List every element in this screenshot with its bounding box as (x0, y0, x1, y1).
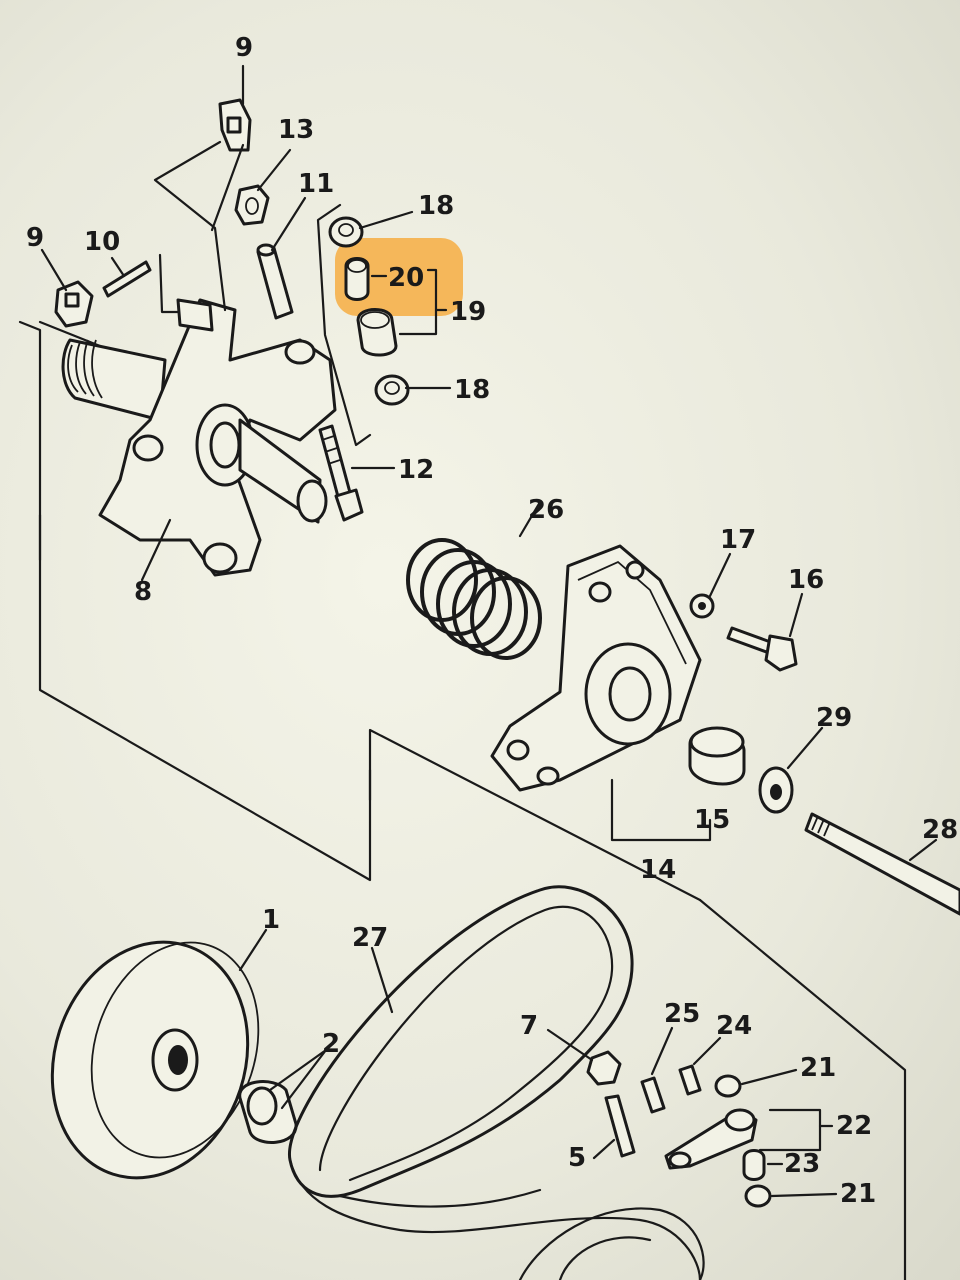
label-20: 20 (388, 263, 424, 293)
label-13: 13 (278, 115, 314, 145)
part-28-shaft (804, 812, 960, 916)
label-27: 27 (352, 923, 388, 953)
label-24: 24 (716, 1011, 752, 1041)
label-18-top: 18 (418, 191, 454, 221)
label-19: 19 (450, 297, 486, 327)
label-25: 25 (664, 999, 700, 1029)
part-21-top-washer (714, 1068, 798, 1098)
label-10: 10 (84, 227, 120, 257)
part-1-pulley (50, 928, 268, 1180)
part-22-lever (664, 1108, 834, 1170)
part-26-spring (406, 500, 542, 660)
part-9-top-clip (218, 98, 252, 152)
leader-lines-housing (610, 778, 712, 842)
part-9-left-clip (54, 280, 94, 328)
label-5: 5 (568, 1143, 586, 1173)
part-13-nut (234, 184, 270, 226)
part-8-lever-assembly (61, 298, 337, 577)
label-18-mid: 18 (454, 375, 490, 405)
label-1: 1 (262, 905, 280, 935)
part-labels: 9 13 11 18 9 10 20 19 18 12 8 26 17 16 2… (26, 33, 958, 1209)
part-21-bottom-washer (744, 1184, 838, 1208)
label-9-top: 9 (235, 33, 253, 63)
lower-bracket (518, 1207, 705, 1280)
part-14-housing (490, 544, 702, 792)
part-18-top-washer (328, 216, 364, 248)
part-20-bushing (344, 257, 370, 301)
part-16-bolt (726, 592, 804, 672)
label-8: 8 (134, 577, 152, 607)
label-29: 29 (816, 703, 852, 733)
part-19-bushing (356, 308, 398, 357)
label-22: 22 (836, 1111, 872, 1141)
label-26: 26 (528, 495, 564, 525)
label-15: 15 (694, 805, 730, 835)
label-7: 7 (520, 1011, 538, 1041)
label-9-left: 9 (26, 223, 44, 253)
label-11: 11 (298, 169, 334, 199)
label-21-bottom: 21 (840, 1179, 876, 1209)
part-24-pin (678, 1036, 722, 1096)
part-27-belt (288, 885, 702, 1280)
part-12-bolt (318, 424, 364, 522)
label-2: 2 (322, 1029, 340, 1059)
part-18-mid-washer (374, 374, 410, 406)
leader-lines-upper (40, 64, 452, 582)
part-10-pin (102, 260, 152, 298)
label-21-top: 21 (800, 1053, 836, 1083)
label-28: 28 (922, 815, 958, 845)
part-15-bushing (688, 726, 746, 786)
label-14: 14 (640, 855, 676, 885)
part-29-washer (758, 726, 824, 814)
part-7-nut (546, 1028, 622, 1086)
part-2-collar (238, 1048, 328, 1144)
label-23: 23 (784, 1149, 820, 1179)
label-16: 16 (788, 565, 824, 595)
part-17-washer (689, 552, 732, 619)
part-5-pin (592, 1094, 636, 1160)
part-23-pin (742, 1149, 784, 1181)
label-17: 17 (720, 525, 756, 555)
part-11-pin (256, 243, 294, 320)
label-12: 12 (398, 455, 434, 485)
part-25-pin (640, 1026, 674, 1114)
